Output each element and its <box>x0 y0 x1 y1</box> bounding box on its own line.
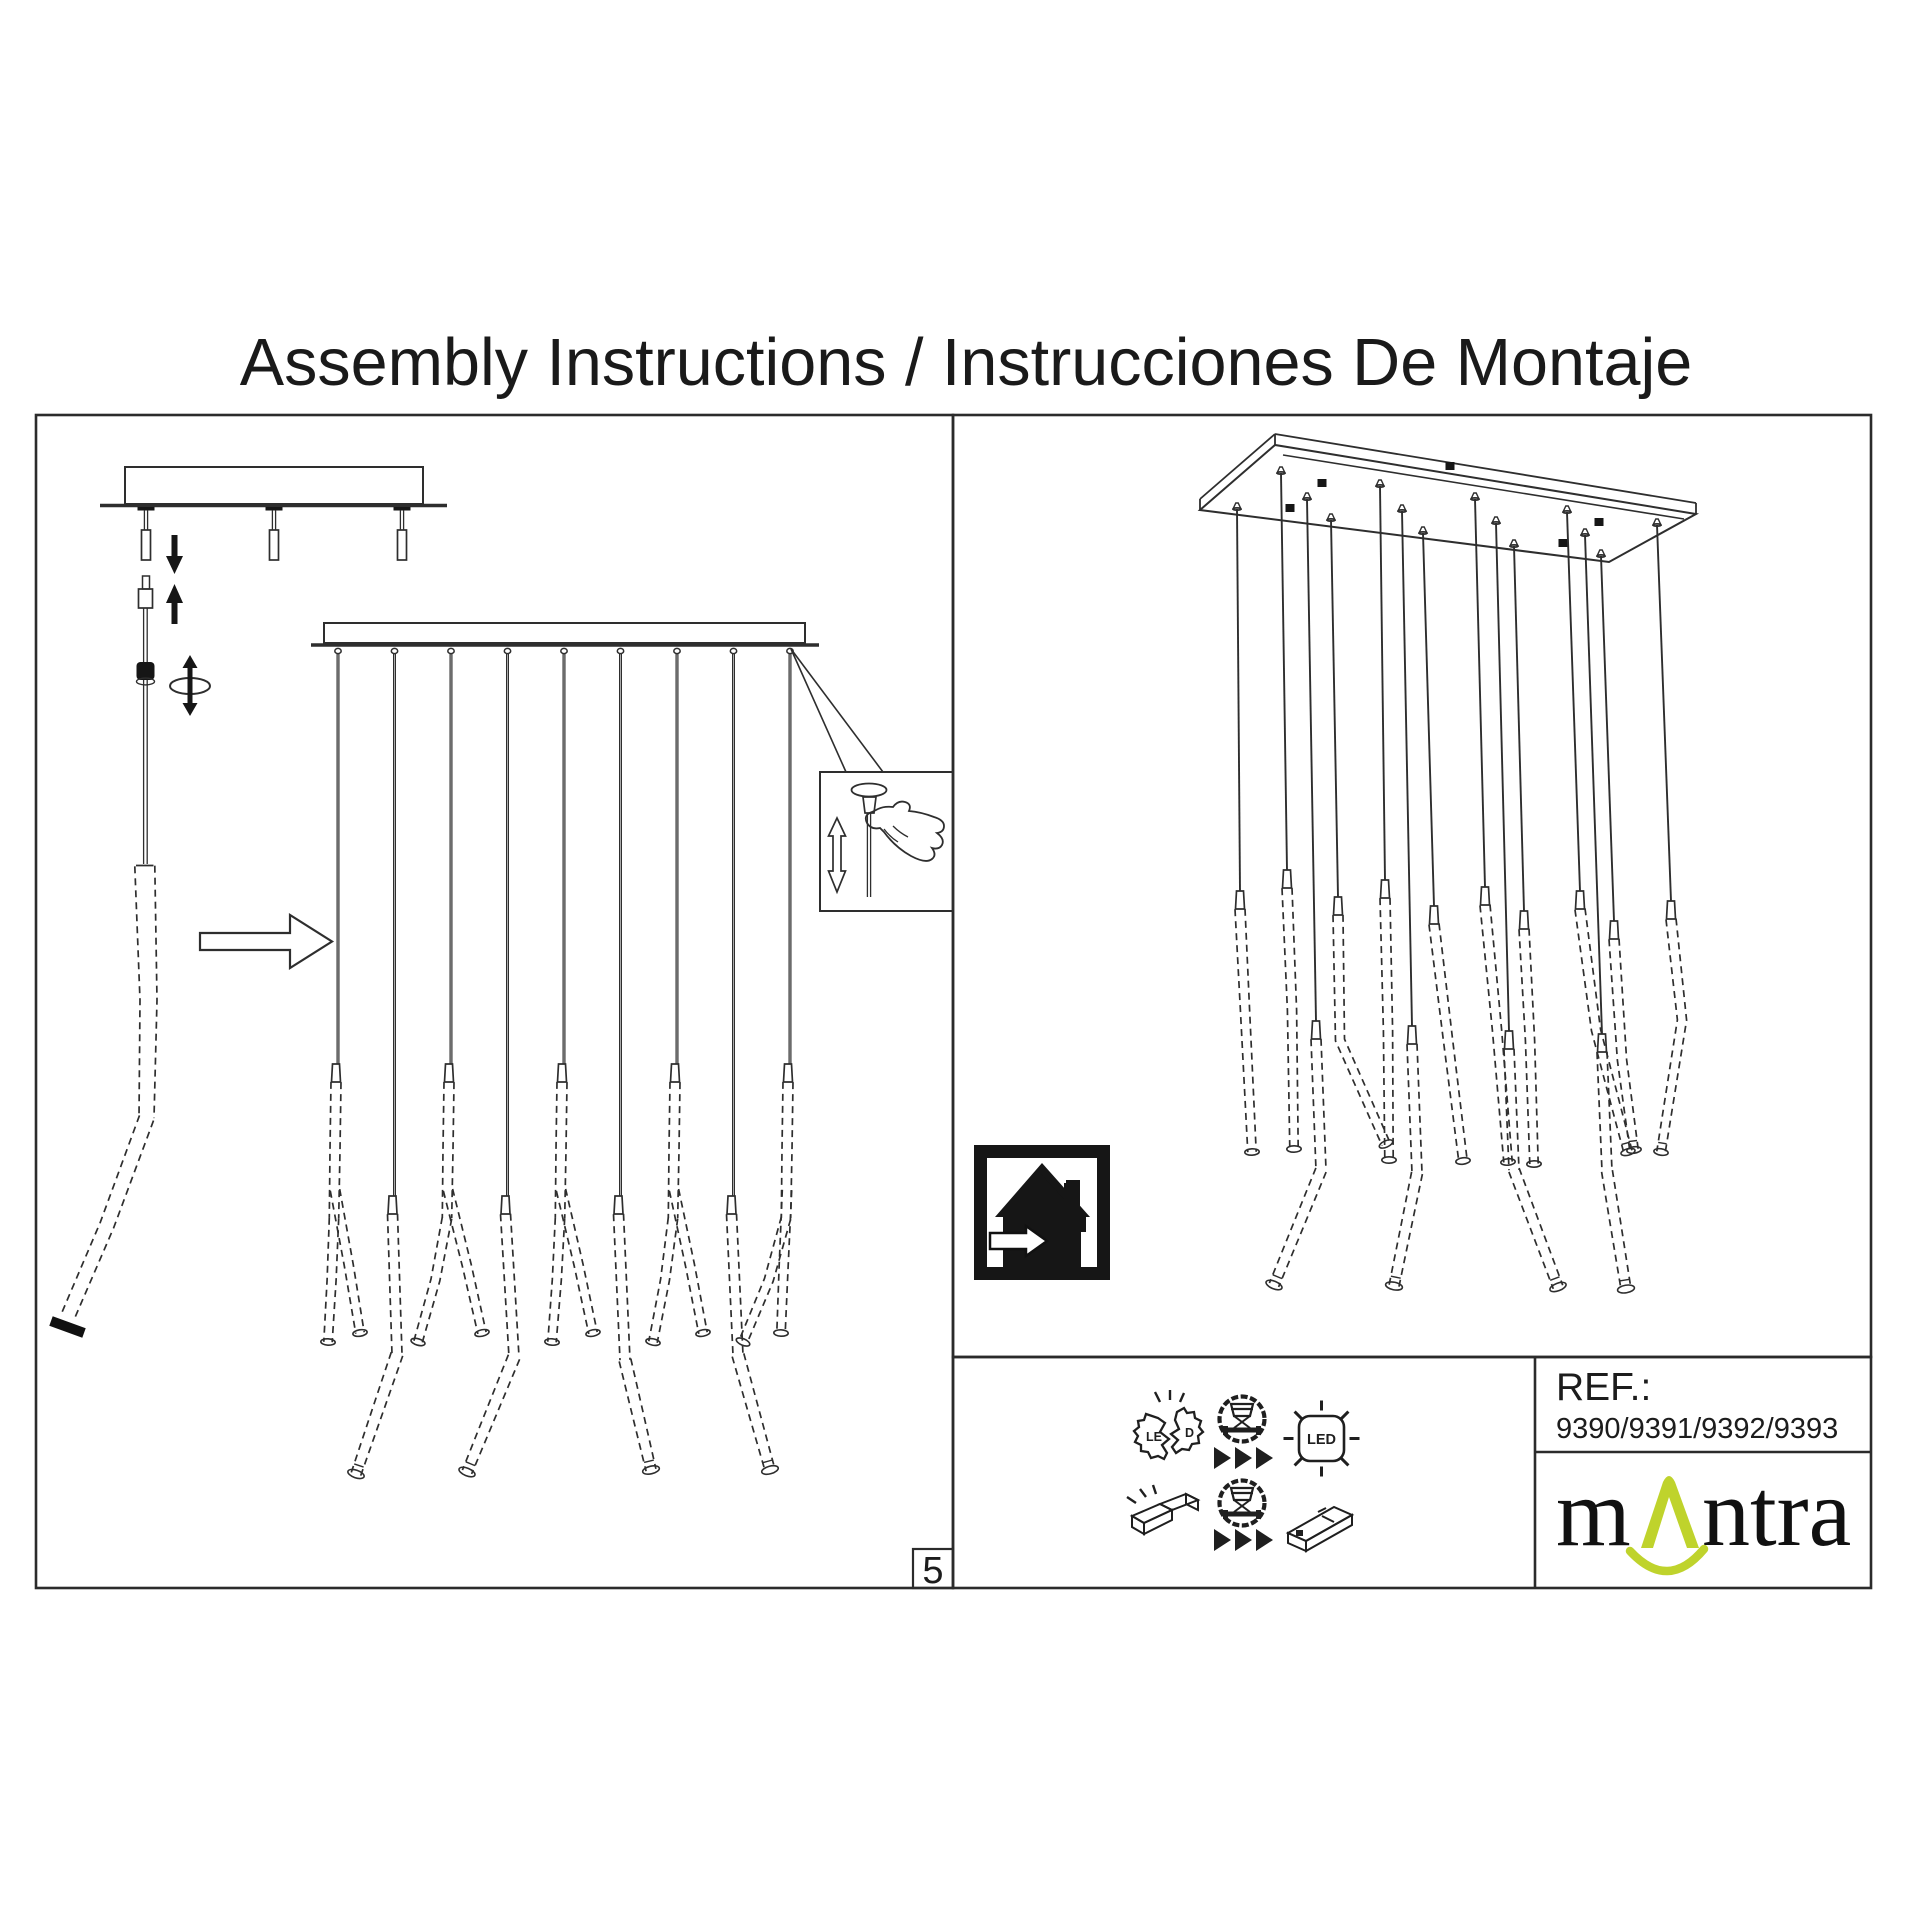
svg-text:LE: LE <box>1146 1430 1162 1444</box>
svg-text:LED: LED <box>1307 1432 1336 1448</box>
svg-text:m: m <box>1556 1459 1631 1566</box>
svg-text:REF.:: REF.: <box>1556 1366 1651 1409</box>
svg-text:ntra: ntra <box>1702 1459 1851 1566</box>
svg-text:9390/9391/9392/9393: 9390/9391/9392/9393 <box>1556 1413 1838 1445</box>
svg-text:D: D <box>1185 1426 1194 1440</box>
svg-text:Assembly Instructions / Instru: Assembly Instructions / Instrucciones De… <box>240 326 1693 400</box>
svg-text:5: 5 <box>922 1550 943 1592</box>
